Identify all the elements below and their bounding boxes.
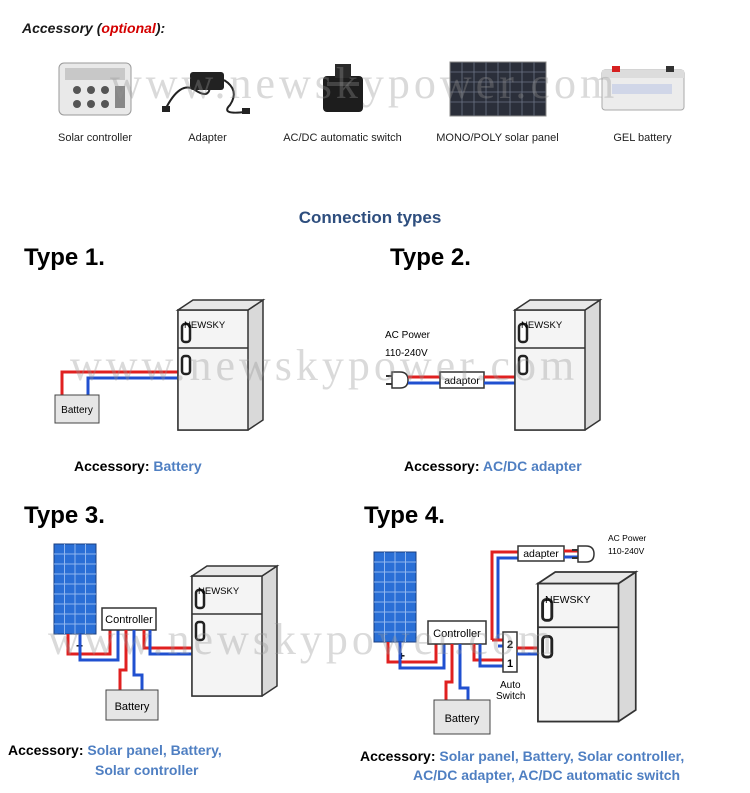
gel-battery-icon xyxy=(595,58,690,120)
type-4-diagram: + Controller Battery adapter AC Power 11… xyxy=(373,533,646,735)
type-2-ac-power: AC Power xyxy=(385,330,431,341)
type-3-accessory-line-2: Solar controller xyxy=(95,762,199,778)
type-4-switch-label: Switch xyxy=(496,691,525,702)
type-3-title: Type 3. xyxy=(24,502,105,529)
type-4-title: Type 4. xyxy=(364,502,445,529)
type-4-voltage: 110-240V xyxy=(608,546,645,556)
type-2-accessory: Accessory: AC/DC adapter xyxy=(404,458,582,474)
type-1-diagram: Battery NEWSKY xyxy=(54,298,265,432)
type-4-controller-label: Controller xyxy=(433,628,481,640)
type-3-diagram: + Controller Battery NEWSKY xyxy=(53,543,279,721)
type-3-fridge-brand: NEWSKY xyxy=(198,586,240,597)
accessory-solar-panel: MONO/POLY solar panel xyxy=(430,58,565,144)
type-3-battery-label: Battery xyxy=(115,701,150,713)
type-2-diagram: AC Power 110-240V adaptor NEWSKY xyxy=(385,298,602,432)
type-4-adapter-label: adapter xyxy=(523,548,559,560)
accessory-solar-controller: Solar controller xyxy=(50,58,140,144)
type-4-accessory-line-2: AC/DC adapter, AC/DC automatic switch xyxy=(413,767,681,783)
type-4-switch-pos-2: 2 xyxy=(507,639,513,651)
type-2-adaptor-label: adaptor xyxy=(444,375,480,387)
type-4-auto-label: Auto xyxy=(500,680,521,691)
type-4-ac-power: AC Power xyxy=(608,533,646,543)
type-1-fridge-brand: NEWSKY xyxy=(184,320,226,331)
type-4-accessory: Accessory: Solar panel, Battery, Solar c… xyxy=(360,748,685,764)
type-3-controller-label: Controller xyxy=(105,614,153,626)
type-2-voltage: 110-240V xyxy=(385,348,428,359)
solar-controller-icon xyxy=(50,58,140,120)
type-4-switch-pos-1: 1 xyxy=(507,658,513,670)
connection-types-title: Connection types xyxy=(298,208,442,227)
type-4-plus: + xyxy=(398,649,405,663)
accessory-header: Accessory (optional): xyxy=(22,20,166,36)
adapter-icon xyxy=(160,58,255,120)
type-1-battery-label: Battery xyxy=(61,405,93,416)
solar-panel-icon xyxy=(430,58,565,120)
type-1-accessory: Accessory: Battery xyxy=(74,458,202,474)
optional-label: optional xyxy=(101,20,156,36)
type-4-battery-label: Battery xyxy=(445,713,480,725)
type-2-fridge-brand: NEWSKY xyxy=(521,320,563,331)
accessory-adapter: Adapter xyxy=(160,58,255,144)
type-1-title: Type 1. xyxy=(24,244,105,271)
accessory-ac-dc-switch: AC/DC automatic switch xyxy=(275,58,410,144)
type-3-accessory: Accessory: Solar panel, Battery, xyxy=(8,742,222,758)
type-2-title: Type 2. xyxy=(390,244,471,271)
accessory-gel-battery: GEL battery xyxy=(595,58,690,144)
type-4-fridge-brand: NEWSKY xyxy=(545,594,591,606)
ac-dc-switch-icon xyxy=(275,58,410,120)
